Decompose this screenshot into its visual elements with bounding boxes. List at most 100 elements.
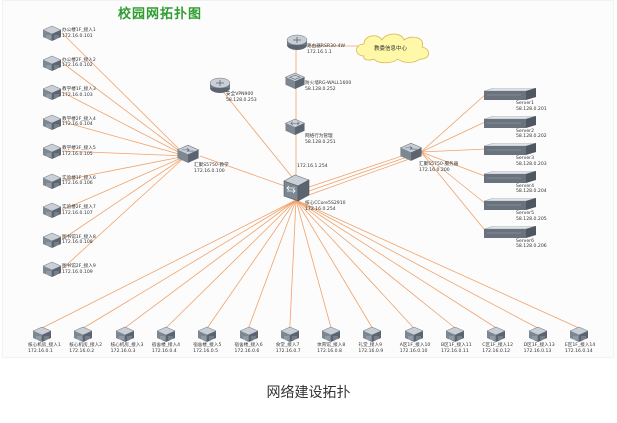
link-line [295, 199, 332, 329]
link-line [248, 199, 297, 329]
device-ip: 172.16.0.104 [62, 122, 93, 128]
device-name: E区1F_接入14 [564, 343, 596, 348]
device-name: A区1F_接入10 [399, 343, 431, 348]
firewall-icon [284, 72, 306, 89]
device-name: 核心机房_接入3 [110, 343, 144, 348]
link-line [420, 121, 487, 153]
device-name: 图书馆1F_接入8 [62, 234, 96, 240]
behavior-management-icon [284, 118, 306, 135]
device-name: 办公楼2F_接入2 [62, 57, 96, 63]
access-switch-icon [527, 326, 548, 342]
agg-right-name: 汇聚S5750-服务器 [419, 162, 459, 167]
vpn-name: 安全VPN900 [226, 92, 254, 97]
device-ip: 172.16.0.4 [151, 348, 177, 354]
device-name: 办公楼1F_接入1 [62, 28, 96, 33]
access-switch-icon [42, 143, 62, 159]
access-switch-icon [321, 326, 341, 342]
device-name: Server3 [516, 156, 534, 161]
agg-right-ip: 172.16.0.200 [419, 167, 450, 173]
access-switch-icon [42, 232, 62, 248]
access-switch-icon [32, 326, 52, 342]
device-name: 核心机房_接入2 [69, 343, 103, 348]
link-line [420, 93, 487, 153]
server-icon [484, 225, 536, 238]
access-switch-icon [486, 326, 506, 342]
device-ip: 172.16.0.12 [482, 348, 511, 354]
access-switch-icon [569, 326, 589, 342]
device-ip: 172.16.0.2 [69, 348, 95, 354]
link-line [289, 199, 297, 329]
link-line [124, 199, 297, 329]
link-line [305, 153, 409, 189]
link-line [420, 148, 487, 153]
link-line [165, 199, 297, 329]
device-name: 宿舍楼_接入4 [151, 343, 181, 348]
device-ip: 172.16.0.109 [62, 269, 93, 275]
access-switch-icon [114, 326, 135, 342]
core-ip: 172.16.0.254 [305, 206, 336, 212]
access-switch-icon [42, 173, 62, 189]
access-switch-icon [73, 326, 93, 342]
link-line [420, 151, 487, 232]
access-switch-icon [238, 326, 259, 342]
agg-left-ip: 172.16.0.100 [194, 168, 225, 174]
device-ip: 172.16.0.9 [358, 348, 384, 354]
device-name: 核心机房_接入1 [28, 343, 61, 348]
access-switch-icon [42, 55, 62, 71]
device-ip: 172.16.0.108 [62, 240, 93, 246]
link-line [420, 151, 487, 177]
server-icon [484, 143, 536, 155]
device-ip: 172.16.0.103 [62, 92, 93, 98]
device-ip: 172.16.0.101 [62, 33, 93, 39]
device-ip: 172.16.0.8 [317, 348, 342, 354]
behavior-name: 网络行为管理 [305, 134, 333, 139]
device-ip: 58.128.0.206 [516, 244, 547, 250]
diagram-title: 校园网拓扑图 [118, 7, 203, 22]
device-name: 宿舍楼_接入6 [234, 343, 263, 348]
link-line [61, 32, 187, 157]
device-name: 宿舍楼_接入5 [193, 343, 222, 348]
access-switch-icon [42, 25, 62, 41]
device-ip: 172.16.0.1 [28, 348, 53, 354]
access-switch-icon [404, 326, 424, 342]
link-line [61, 62, 187, 157]
device-ip: 172.16.0.6 [234, 348, 260, 354]
link-line [295, 199, 580, 329]
link-line [206, 199, 297, 329]
device-name: 教学楼1F_接入3 [62, 87, 96, 92]
device-ip: 172.16.0.5 [193, 348, 219, 354]
link-line [305, 157, 413, 197]
device-ip: 58.128.0.204 [516, 189, 547, 195]
link-line [295, 199, 497, 329]
vpn-icon [209, 77, 231, 93]
core-ip-top: 172.16.1.254 [297, 164, 328, 169]
device-name: Server4 [516, 183, 534, 189]
device-name: B区1F_接入11 [441, 343, 472, 348]
device-ip: 172.16.0.14 [564, 348, 593, 354]
device-ip: 172.16.0.105 [62, 151, 93, 157]
link-line [219, 87, 297, 183]
cloud-icon [356, 33, 429, 64]
device-name: 教学楼3F_接入5 [62, 146, 96, 151]
device-ip: 58.128.0.205 [516, 216, 547, 222]
link-line [295, 199, 373, 329]
firewall-name: 防火墙RG-WALL1600 [305, 81, 352, 86]
device-name: Server5 [516, 211, 534, 216]
core-switch-icon [283, 174, 310, 202]
device-ip: 172.16.0.3 [110, 348, 136, 354]
device-name: C区1F_接入12 [482, 343, 513, 348]
device-name: 礼堂_接入9 [358, 343, 382, 348]
link-line [61, 155, 187, 240]
device-name: 实验楼1F_接入6 [62, 175, 96, 181]
aggregation-switch-icon [399, 142, 423, 161]
device-ip: 172.16.0.106 [62, 181, 93, 187]
link-line [305, 155, 411, 193]
link-line [199, 155, 297, 191]
link-line [61, 121, 187, 157]
device-ip: 172.16.0.7 [275, 348, 301, 354]
server-icon [484, 115, 536, 128]
device-ip: 58.128.0.201 [516, 106, 547, 112]
device-ip: 172.16.0.13 [523, 348, 552, 354]
link-line [61, 155, 187, 270]
